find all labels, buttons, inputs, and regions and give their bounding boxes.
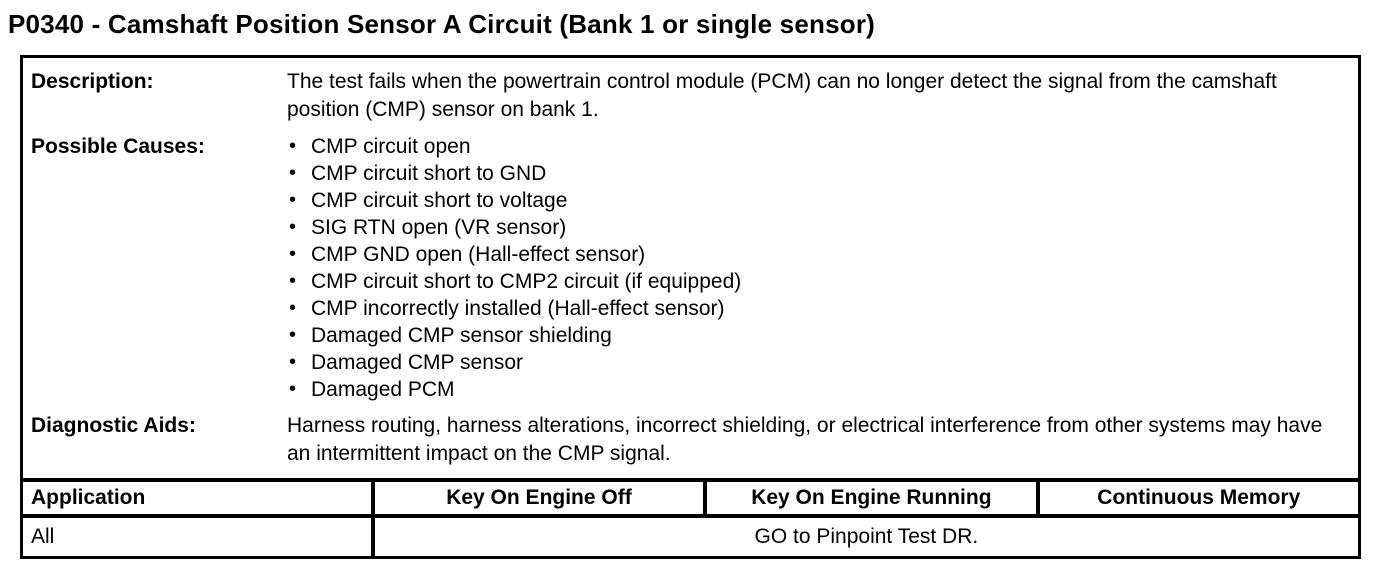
cause-list-item: CMP circuit short to GND (287, 160, 1329, 187)
diagnostic-aids-label: Diagnostic Aids: (31, 414, 196, 437)
possible-causes-list: CMP circuit openCMP circuit short to GND… (287, 133, 1329, 403)
application-table-body: All GO to Pinpoint Test DR. (23, 514, 1358, 556)
cause-list-item: CMP circuit open (287, 133, 1329, 160)
cause-list-item: CMP circuit short to CMP2 circuit (if eq… (287, 268, 1329, 295)
application-cell: All (23, 514, 375, 556)
cause-list-item: Damaged PCM (287, 376, 1329, 403)
possible-causes-label: Possible Causes: (31, 135, 205, 158)
header-continuous-memory: Continuous Memory (1035, 478, 1358, 518)
header-key-on-engine-off: Key On Engine Off (370, 478, 708, 518)
application-table-header: Application Key On Engine Off Key On Eng… (23, 478, 1358, 518)
header-key-on-engine-running: Key On Engine Running (703, 478, 1040, 518)
page-title: P0340 - Camshaft Position Sensor A Circu… (8, 9, 876, 39)
table-row: All GO to Pinpoint Test DR. (23, 514, 1358, 556)
cause-list-item: SIG RTN open (VR sensor) (287, 214, 1329, 241)
cause-list-item: CMP incorrectly installed (Hall-effect s… (287, 295, 1329, 322)
dtc-info-box: Description: The test fails when the pow… (20, 55, 1361, 559)
description-label: Description: (31, 70, 154, 93)
cause-list-item: Damaged CMP sensor shielding (287, 322, 1329, 349)
cause-list-item: Damaged CMP sensor (287, 349, 1329, 376)
action-cell: GO to Pinpoint Test DR. (370, 514, 1358, 556)
possible-causes-row: Possible Causes: CMP circuit openCMP cir… (23, 133, 1358, 403)
application-table: Application Key On Engine Off Key On Eng… (23, 478, 1358, 556)
diagnostic-aids-row: Diagnostic Aids: Harness routing, harnes… (23, 412, 1358, 468)
cause-list-item: CMP circuit short to voltage (287, 187, 1329, 214)
cause-list-item: CMP GND open (Hall-effect sensor) (287, 241, 1329, 268)
description-text: The test fails when the powertrain contr… (287, 70, 1277, 121)
possible-causes-content: CMP circuit openCMP circuit short to GND… (287, 133, 1339, 403)
diagnostic-aids-text: Harness routing, harness alterations, in… (287, 414, 1323, 465)
header-application: Application (23, 478, 375, 518)
description-row: Description: The test fails when the pow… (23, 58, 1358, 124)
header-row: Application Key On Engine Off Key On Eng… (23, 478, 1358, 518)
